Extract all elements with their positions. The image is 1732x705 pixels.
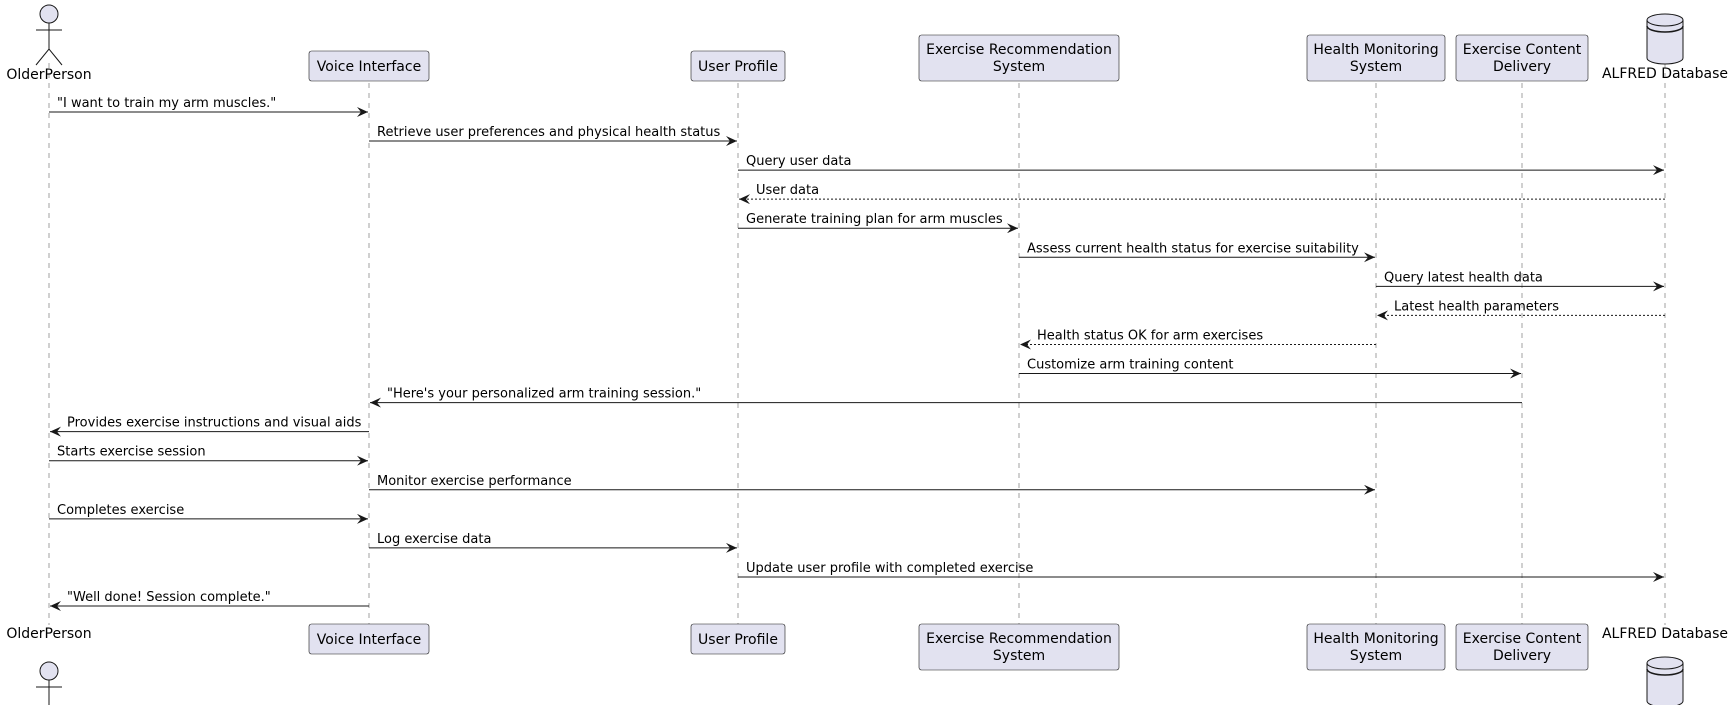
database-top bbox=[1646, 13, 1684, 27]
message: Latest health parameters bbox=[1377, 299, 1665, 321]
message-label: Monitor exercise performance bbox=[377, 474, 572, 489]
participants-top: OlderPerson Voice Interface User Profile Ex… bbox=[6, 4, 1728, 83]
message-label: Health status OK for arm exercises bbox=[1037, 328, 1263, 343]
actor-head bbox=[39, 4, 59, 24]
participant-label: Voice Interface bbox=[317, 59, 421, 75]
database-body bbox=[1646, 19, 1684, 65]
message-label: Update user profile with completed exerc… bbox=[746, 561, 1033, 576]
participant-box bbox=[918, 623, 1120, 671]
message: Completes exercise bbox=[49, 503, 368, 524]
message: Health status OK for arm exercises bbox=[1020, 328, 1376, 350]
participant-box bbox=[690, 50, 786, 82]
message: Assess current health status for exercis… bbox=[1019, 241, 1375, 263]
database-rim bbox=[1646, 25, 1684, 33]
participant-box bbox=[1306, 623, 1446, 671]
message: "Well done! Session complete." bbox=[50, 590, 369, 612]
participant-box bbox=[1455, 623, 1589, 671]
message-label: Provides exercise instructions and visua… bbox=[67, 416, 362, 431]
participant-db: ALFRED Database bbox=[1602, 626, 1728, 705]
participant-profile: User Profile bbox=[690, 623, 786, 655]
participant-box bbox=[918, 34, 1120, 82]
message-label: Starts exercise session bbox=[57, 445, 206, 460]
message: Query latest health data bbox=[1376, 270, 1664, 292]
database-rim bbox=[1646, 668, 1684, 676]
message-label: Log exercise data bbox=[377, 532, 491, 547]
message-label: Latest health parameters bbox=[1394, 299, 1559, 314]
participant-older: OlderPerson bbox=[6, 626, 92, 705]
database-top bbox=[1646, 656, 1684, 670]
message: Monitor exercise performance bbox=[369, 474, 1375, 495]
lifelines bbox=[48, 63, 1666, 625]
participant-label: Voice Interface bbox=[317, 632, 421, 648]
message-label: Generate training plan for arm muscles bbox=[746, 212, 1003, 227]
message-label: "Here's your personalized arm training s… bbox=[387, 387, 701, 402]
message: "I want to train my arm muscles." bbox=[49, 96, 368, 117]
message: Query user data bbox=[738, 154, 1664, 176]
message: Customize arm training content bbox=[1019, 358, 1521, 379]
actor-legs bbox=[35, 48, 63, 66]
message-label: User data bbox=[756, 183, 819, 198]
message-label: "I want to train my arm muscles." bbox=[57, 96, 276, 111]
message-label: "Well done! Session complete." bbox=[67, 590, 271, 605]
participant-label: OlderPerson bbox=[6, 67, 91, 83]
message-label: Customize arm training content bbox=[1027, 358, 1234, 373]
participant-box bbox=[1455, 34, 1589, 82]
message: Starts exercise session bbox=[49, 445, 368, 466]
message-label: Completes exercise bbox=[57, 503, 184, 518]
participant-profile: User Profile bbox=[690, 50, 786, 82]
participants-bottom: OlderPerson Voice Interface User Profile Ex… bbox=[6, 623, 1728, 705]
participant-label: OlderPerson bbox=[6, 626, 91, 642]
message: "Here's your personalized arm training s… bbox=[370, 387, 1522, 408]
message-label: Query user data bbox=[746, 154, 851, 169]
message: User data bbox=[739, 183, 1665, 205]
participant-label: User Profile bbox=[698, 59, 778, 75]
message: Retrieve user preferences and physical h… bbox=[369, 125, 737, 147]
participant-box bbox=[1306, 34, 1446, 82]
message-label: Retrieve user preferences and physical h… bbox=[377, 125, 721, 140]
participant-box bbox=[690, 623, 786, 655]
actor-head bbox=[39, 661, 59, 681]
participant-voice: Voice Interface bbox=[308, 50, 430, 82]
participant-voice: Voice Interface bbox=[308, 623, 430, 655]
message: Provides exercise instructions and visua… bbox=[50, 416, 369, 437]
message: Update user profile with completed exerc… bbox=[738, 561, 1664, 582]
message: Generate training plan for arm muscles bbox=[738, 212, 1018, 234]
message-label: Query latest health data bbox=[1384, 270, 1543, 285]
participant-db: ALFRED Database bbox=[1602, 13, 1728, 82]
participant-label: ALFRED Database bbox=[1602, 66, 1728, 82]
messages: "I want to train my arm muscles." Retriev… bbox=[49, 96, 1665, 612]
participant-box bbox=[308, 50, 430, 82]
participant-older: OlderPerson bbox=[6, 4, 92, 83]
message-label: Assess current health status for exercis… bbox=[1027, 241, 1359, 256]
participant-label: User Profile bbox=[698, 632, 778, 648]
participant-box bbox=[308, 623, 430, 655]
message: Log exercise data bbox=[369, 532, 737, 553]
participant-label: ALFRED Database bbox=[1602, 626, 1728, 642]
